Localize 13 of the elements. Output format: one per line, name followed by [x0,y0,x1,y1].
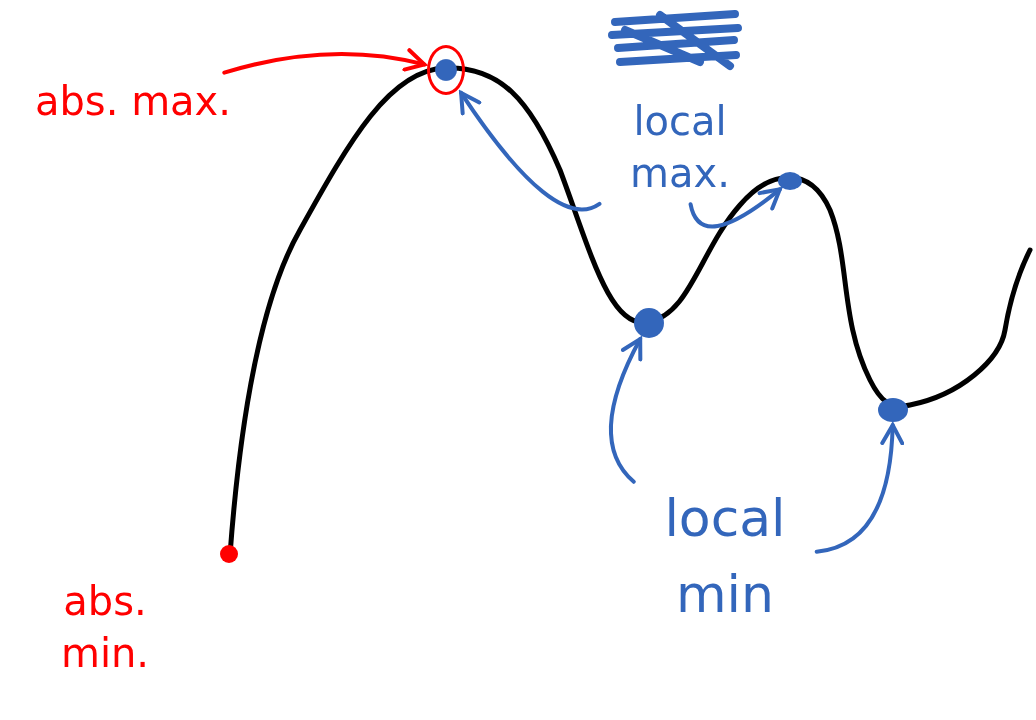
curve-point [778,172,802,190]
arrow [688,187,782,229]
arrow [222,48,427,75]
arrow [609,337,643,484]
circled-point [427,45,465,95]
annotation-label: local min [640,480,810,632]
curve-point [878,398,908,422]
arrow [814,423,904,554]
curve-point [634,308,664,338]
arrow [459,90,602,212]
annotation-label: local max. [600,95,760,199]
annotation-label: abs. max. [8,75,258,127]
annotation-label: abs. min. [59,577,151,678]
